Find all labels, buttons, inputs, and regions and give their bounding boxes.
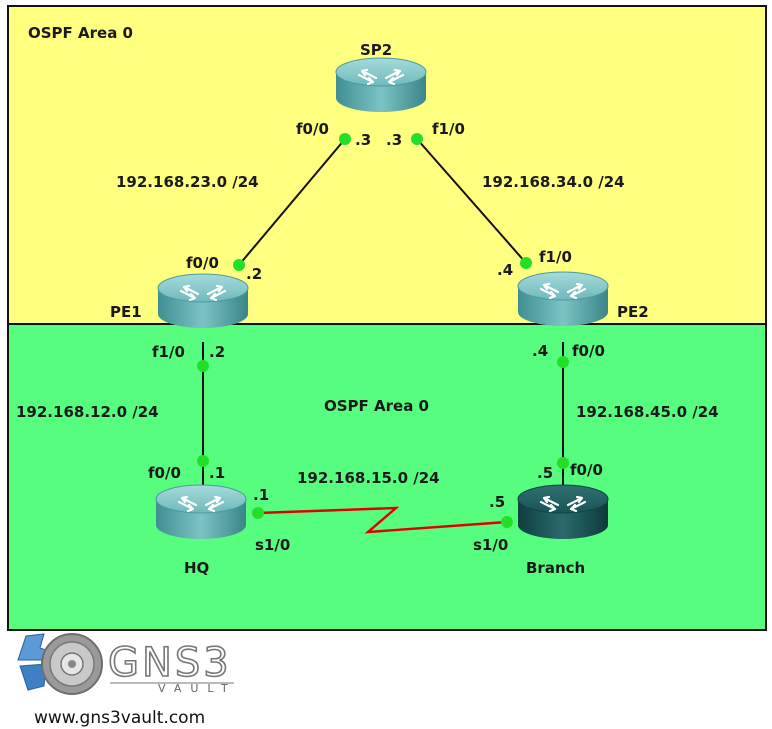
interface-label: s1/0 bbox=[255, 536, 290, 554]
interface-label: f0/0 bbox=[572, 342, 605, 360]
port-dot bbox=[520, 257, 532, 269]
interface-label: f0/0 bbox=[296, 120, 329, 138]
ip-label: .5 bbox=[489, 493, 505, 511]
area-label-bottom: OSPF Area 0 bbox=[324, 397, 429, 415]
ip-label: .3 bbox=[355, 131, 371, 149]
port-dot bbox=[339, 133, 351, 145]
website-url[interactable]: www.gns3vault.com bbox=[34, 708, 205, 728]
ip-label: .3 bbox=[386, 131, 402, 149]
ip-label: .2 bbox=[246, 265, 262, 283]
network-label: 192.168.34.0 /24 bbox=[482, 173, 625, 191]
port-dot bbox=[233, 259, 245, 271]
interface-label: f0/0 bbox=[570, 461, 603, 479]
logo-text-vault: VAULT bbox=[158, 682, 237, 695]
router-name-pe1: PE1 bbox=[110, 303, 142, 321]
interface-label: f0/0 bbox=[148, 464, 181, 482]
router-name-hq: HQ bbox=[184, 559, 209, 577]
port-dot bbox=[501, 516, 513, 528]
ip-label: .4 bbox=[532, 342, 548, 360]
port-dot bbox=[557, 356, 569, 368]
port-dot bbox=[197, 360, 209, 372]
network-label: 192.168.12.0 /24 bbox=[16, 403, 159, 421]
network-label: 192.168.45.0 /24 bbox=[576, 403, 719, 421]
ip-label: .1 bbox=[209, 464, 225, 482]
gns3-vault-logo: GNS3 VAULT bbox=[17, 633, 237, 695]
link-hq-branch-serial bbox=[257, 506, 508, 534]
interface-label: f1/0 bbox=[539, 248, 572, 266]
interface-label: f1/0 bbox=[152, 343, 185, 361]
port-dot bbox=[557, 457, 569, 469]
router-name-sp2: SP2 bbox=[360, 41, 392, 59]
network-label: 192.168.23.0 /24 bbox=[116, 173, 259, 191]
router-pe1-icon[interactable] bbox=[158, 274, 248, 328]
ospf-area-bottom bbox=[7, 323, 767, 631]
port-dot bbox=[252, 507, 264, 519]
ip-label: .4 bbox=[497, 261, 513, 279]
router-name-branch: Branch bbox=[526, 559, 585, 577]
ip-label: .5 bbox=[537, 464, 553, 482]
logo-text-gns3: GNS3 bbox=[108, 640, 232, 686]
link-sp2-pe2 bbox=[416, 138, 527, 264]
router-sp2-icon[interactable] bbox=[336, 58, 426, 112]
ip-label: .1 bbox=[253, 486, 269, 504]
port-dot bbox=[411, 133, 423, 145]
link-sp2-pe1 bbox=[238, 138, 346, 266]
ip-label: .2 bbox=[209, 343, 225, 361]
port-dot bbox=[197, 455, 209, 467]
router-hq-icon[interactable] bbox=[156, 485, 246, 539]
router-branch-icon[interactable] bbox=[518, 485, 608, 539]
area-label-top: OSPF Area 0 bbox=[28, 24, 133, 42]
interface-label: s1/0 bbox=[473, 536, 508, 554]
interface-label: f0/0 bbox=[186, 254, 219, 272]
network-label: 192.168.15.0 /24 bbox=[297, 469, 440, 487]
router-name-pe2: PE2 bbox=[617, 303, 649, 321]
interface-label: f1/0 bbox=[432, 120, 465, 138]
router-pe2-icon[interactable] bbox=[518, 272, 608, 326]
